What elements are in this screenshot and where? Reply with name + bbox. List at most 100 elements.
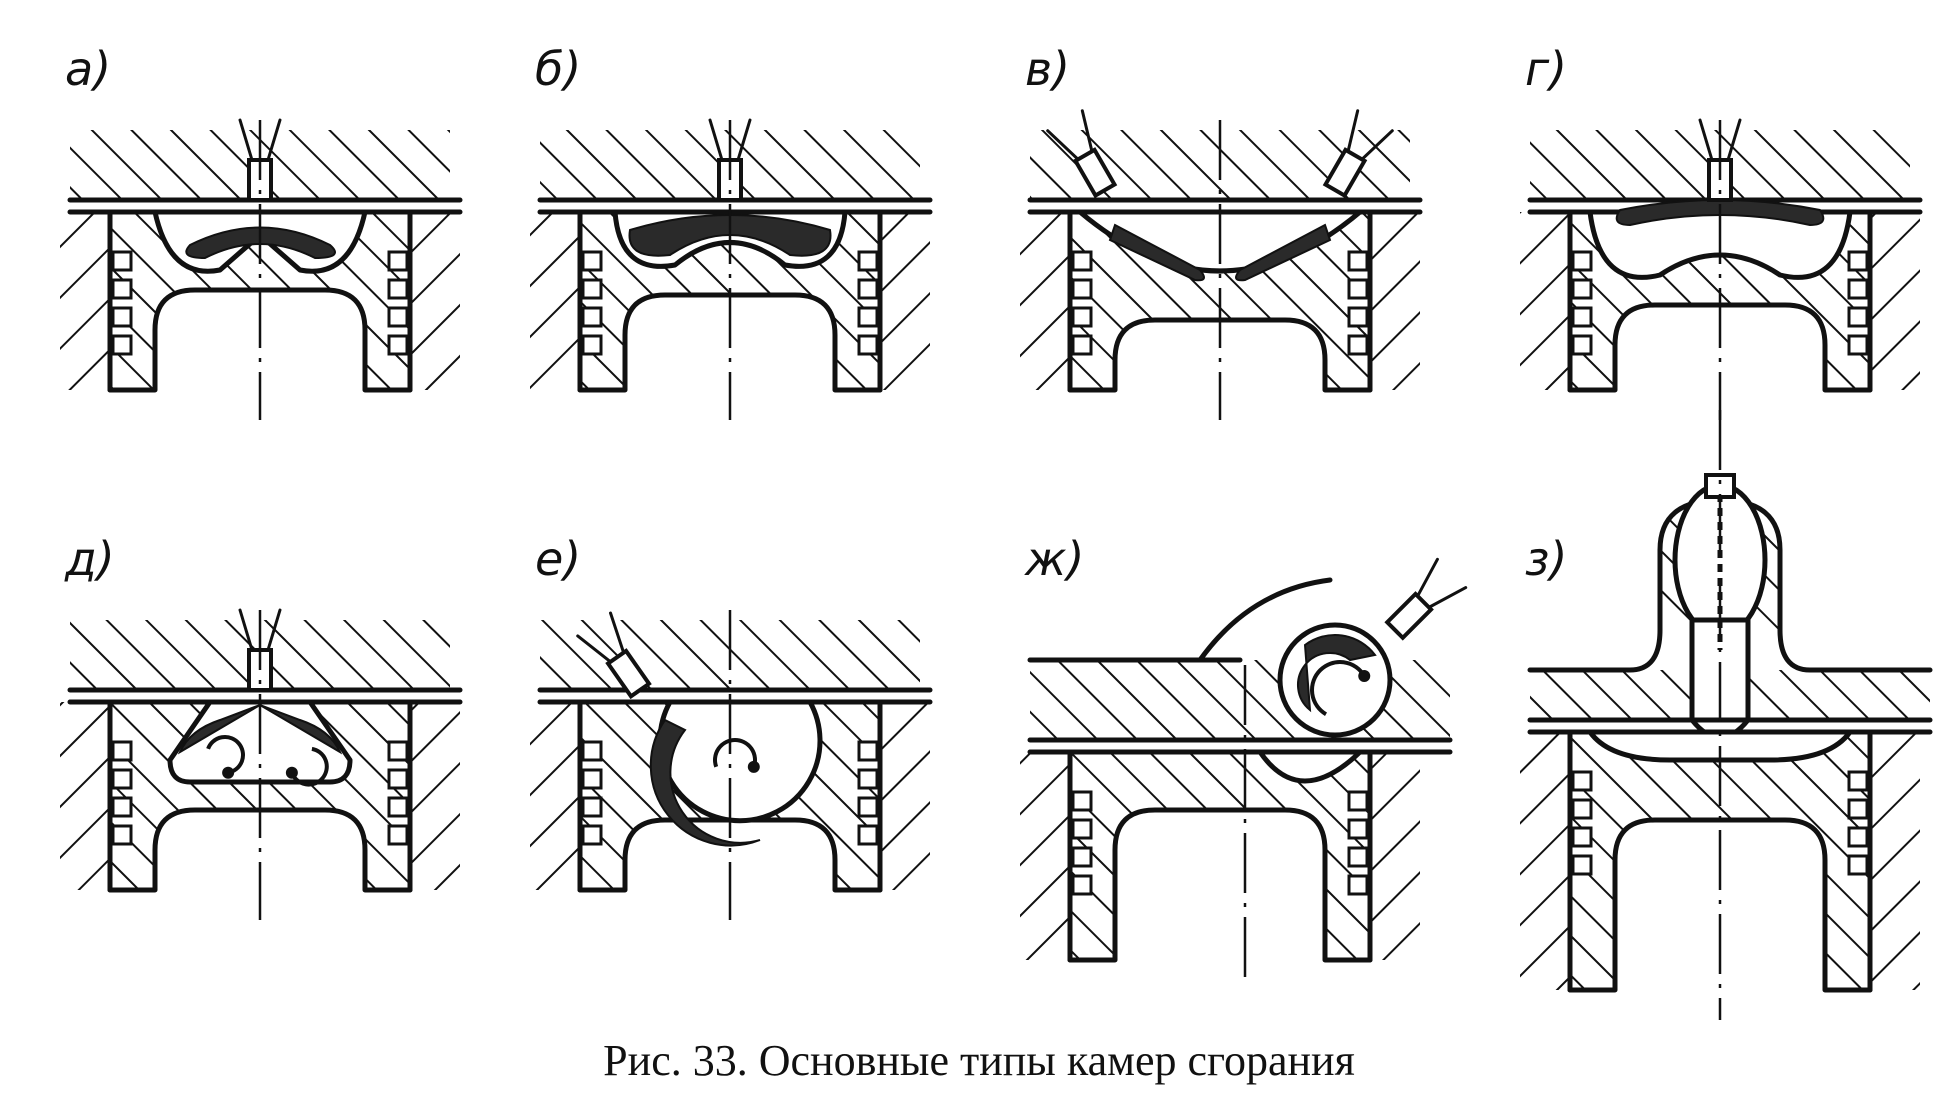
piston-ring-right: [1847, 250, 1869, 272]
cylinder-wall-right: [1370, 752, 1420, 960]
piston-ring-right: [387, 824, 409, 846]
piston-body: [1067, 749, 1373, 963]
injector-line: [1046, 129, 1080, 161]
piston-ring-left: [1071, 846, 1093, 868]
swirl-arrow-right: [289, 746, 329, 787]
panel-label: г): [1525, 42, 1567, 96]
panel-e: е): [530, 532, 933, 920]
piston-ring-right: [857, 824, 879, 846]
piston-ring-right: [1847, 826, 1869, 848]
piston-ring-left: [581, 278, 603, 300]
swirl-arrowhead: [747, 760, 760, 773]
panel-b: б): [530, 42, 933, 420]
piston-ring-left: [1571, 334, 1593, 356]
piston-ring-left: [1571, 798, 1593, 820]
panel-label: д): [64, 532, 115, 586]
injector-line: [266, 608, 282, 652]
fuel-spray-torch: [628, 214, 832, 257]
cylinder-wall-right: [1370, 212, 1420, 390]
piston-ring-right: [387, 334, 409, 356]
piston-ring-left: [1571, 826, 1593, 848]
piston-ring-right: [1347, 874, 1369, 896]
piston-ring-left: [581, 768, 603, 790]
injector-nozzle: [1384, 557, 1468, 641]
cylinder-wall-right: [1870, 732, 1920, 990]
piston-ring-left: [581, 250, 603, 272]
piston-ring-left: [111, 740, 133, 762]
piston-ring-right: [1847, 798, 1869, 820]
injector-nozzle: [1046, 109, 1118, 199]
piston-ring-right: [1347, 334, 1369, 356]
cylinder-wall-left: [530, 702, 580, 890]
injector-line: [708, 118, 724, 162]
panel-label: а): [65, 42, 111, 96]
injector-body: [1072, 147, 1118, 199]
piston-ring-left: [1071, 306, 1093, 328]
piston-ring-right: [1847, 854, 1869, 876]
piston-ring-right: [387, 250, 409, 272]
piston-ring-right: [387, 278, 409, 300]
fuel-spray-torch: [1297, 634, 1377, 713]
piston-ring-right: [1847, 334, 1869, 356]
piston-ring-right: [1347, 790, 1369, 812]
piston-ring-right: [1347, 306, 1369, 328]
swirl-arrowhead: [1358, 670, 1371, 682]
injector-line: [1698, 118, 1714, 162]
piston-ring-left: [1071, 278, 1093, 300]
cylinder-wall-right: [1870, 212, 1920, 390]
piston-ring-left: [111, 334, 133, 356]
piston-ring-left: [581, 306, 603, 328]
piston-ring-left: [1571, 306, 1593, 328]
piston-ring-left: [581, 824, 603, 846]
injector-line: [1427, 586, 1468, 609]
piston-ring-right: [1347, 278, 1369, 300]
fuel-spray-right: [1235, 223, 1332, 282]
piston-ring-left: [1071, 818, 1093, 840]
piston-ring-left: [111, 250, 133, 272]
piston-ring-left: [111, 824, 133, 846]
injector-nozzle: [1704, 473, 1736, 499]
swirl-arrow-left: [206, 735, 245, 775]
cylinder-wall-right: [410, 212, 460, 390]
piston-ring-right: [857, 796, 879, 818]
piston-ring-right: [387, 306, 409, 328]
swirl-arrow: [1310, 660, 1366, 716]
injector-line: [1080, 109, 1094, 153]
panel-a: а): [60, 42, 463, 420]
piston-ring-left: [581, 796, 603, 818]
piston-ring-right: [1847, 770, 1869, 792]
piston-ring-right: [1347, 846, 1369, 868]
cylinder-wall-left: [1020, 752, 1070, 960]
piston-ring-left: [1071, 334, 1093, 356]
piston-ring-right: [857, 768, 879, 790]
swirl-chamber-head-outline: [1197, 577, 1333, 663]
piston-ring-left: [1571, 278, 1593, 300]
injector-line: [1416, 557, 1439, 598]
injector-line: [238, 608, 254, 652]
piston-ring-right: [1847, 306, 1869, 328]
piston-ring-right: [387, 768, 409, 790]
panel-label: б): [535, 42, 581, 96]
piston-ring-left: [581, 334, 603, 356]
injector-line: [1346, 109, 1360, 153]
piston-ring-left: [1071, 874, 1093, 896]
piston-ring-left: [1571, 770, 1593, 792]
injector-line: [1726, 118, 1742, 162]
piston-ring-left: [111, 768, 133, 790]
piston-ring-right: [387, 740, 409, 762]
injector-line: [736, 118, 752, 162]
panel-v: в): [1020, 42, 1423, 420]
cylinder-wall-left: [60, 702, 110, 890]
injector-body: [605, 648, 652, 700]
injector-nozzle: [576, 611, 652, 700]
piston-ring-right: [1347, 818, 1369, 840]
fuel-spray-right: [259, 704, 343, 755]
injector-line: [608, 611, 626, 655]
piston-ring-right: [1347, 250, 1369, 272]
fuel-spray-left: [1108, 223, 1205, 282]
injector-body: [1322, 147, 1368, 199]
injector-body: [1384, 591, 1434, 641]
swirl-arrowhead: [222, 766, 235, 779]
panel-d: д): [60, 532, 463, 920]
panel-label: в): [1025, 42, 1070, 96]
